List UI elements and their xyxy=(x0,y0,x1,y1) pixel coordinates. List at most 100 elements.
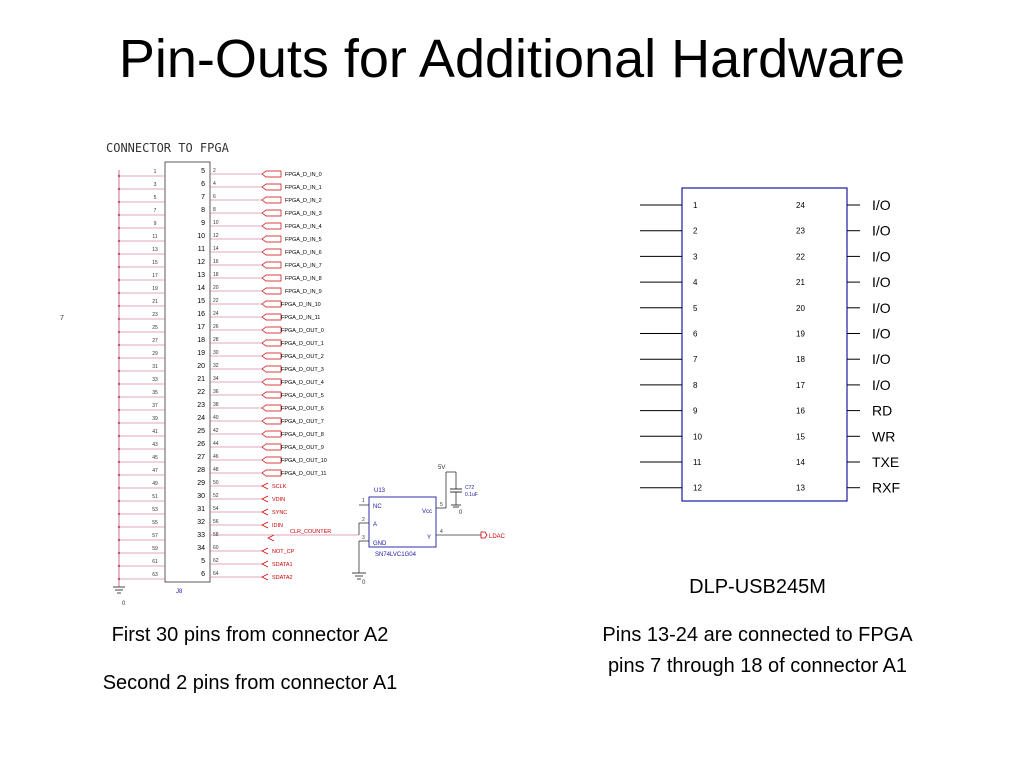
signal-arrow xyxy=(267,534,275,542)
junction-dot xyxy=(117,187,121,191)
odd-pin-number: 21 xyxy=(152,299,158,305)
even-pin-number: 54 xyxy=(213,506,219,512)
odd-pin-number: 37 xyxy=(152,403,158,409)
signal-label: VDIN xyxy=(272,497,285,503)
connector-label: CONNECTOR TO FPGA xyxy=(106,141,230,155)
even-pin-number: 26 xyxy=(213,324,219,330)
module-left-pin-number: 8 xyxy=(693,381,698,390)
even-pin-number: 42 xyxy=(213,428,219,434)
even-pin-number: 30 xyxy=(213,350,219,356)
signal-arrow xyxy=(261,521,269,529)
left-marker: 7 xyxy=(60,315,64,322)
fpga-pin-number: 28 xyxy=(197,467,205,474)
even-pin-number: 40 xyxy=(213,415,219,421)
fpga-connector-body xyxy=(164,161,211,583)
even-pin-number: 18 xyxy=(213,272,219,278)
caption-first-pins: First 30 pins from connector A2 xyxy=(111,624,389,646)
module-right-pin-number: 24 xyxy=(796,201,805,210)
module-left-pin-number: 1 xyxy=(693,201,698,210)
port-symbol xyxy=(261,378,282,386)
fpga-pin-number: 12 xyxy=(197,259,205,266)
ground-label: 0 xyxy=(122,601,126,607)
even-pin-number: 56 xyxy=(213,519,219,525)
signal-label: FPGA_D_OUT_0 xyxy=(281,328,324,334)
signal-label: FPGA_D_IN_2 xyxy=(285,198,322,204)
even-pin-number: 20 xyxy=(213,285,219,291)
fpga-pin-number: 9 xyxy=(201,220,205,227)
module-left-pin-number: 11 xyxy=(693,458,702,467)
junction-dot xyxy=(117,382,121,386)
even-pin-number: 62 xyxy=(213,558,219,564)
signal-label: FPGA_D_IN_8 xyxy=(285,276,322,282)
cap-value: 0.1uF xyxy=(465,492,478,498)
signal-label: FPGA_D_IN_5 xyxy=(285,237,322,243)
signal-label: FPGA_D_IN_6 xyxy=(285,250,322,256)
junction-dot xyxy=(117,356,121,360)
ic-supply-label: 5V xyxy=(438,465,445,471)
junction-dot xyxy=(117,538,121,542)
even-pin-number: 60 xyxy=(213,545,219,551)
fpga-pin-number: 20 xyxy=(197,363,205,370)
signal-label: FPGA_D_OUT_11 xyxy=(281,471,326,477)
module-pin-label: WR xyxy=(872,428,895,444)
even-pin-number: 16 xyxy=(213,259,219,265)
signal-arrow xyxy=(261,482,269,490)
fpga-pin-number: 30 xyxy=(197,493,205,500)
junction-dot xyxy=(117,551,121,555)
even-pin-number: 46 xyxy=(213,454,219,460)
module-pin-label: TXE xyxy=(872,454,899,470)
odd-pin-number: 33 xyxy=(152,377,158,383)
module-right-pin-number: 13 xyxy=(796,484,805,493)
module-left-pin-number: 3 xyxy=(693,252,698,261)
ic-output-net: LDAC xyxy=(489,534,506,540)
junction-dot xyxy=(117,200,121,204)
fpga-pin-number: 31 xyxy=(197,506,205,513)
signal-label: SCLK xyxy=(272,484,287,490)
port-symbol xyxy=(261,352,282,360)
junction-dot xyxy=(117,408,121,412)
odd-pin-number: 31 xyxy=(152,364,158,370)
even-pin-number: 14 xyxy=(213,246,219,252)
junction-dot xyxy=(117,525,121,529)
junction-dot xyxy=(117,486,121,490)
port-symbol xyxy=(261,196,282,204)
module-right-pin-number: 17 xyxy=(796,381,805,390)
fpga-pin-number: 22 xyxy=(197,389,205,396)
junction-dot xyxy=(117,434,121,438)
odd-pin-number: 25 xyxy=(152,325,158,331)
ic-pin-y: Y xyxy=(427,535,431,541)
fpga-pin-number: 23 xyxy=(197,402,205,409)
fpga-pin-number: 7 xyxy=(201,194,205,201)
module-right-pin-number: 18 xyxy=(796,355,805,364)
fpga-pin-number: 13 xyxy=(197,272,205,279)
fpga-pin-number: 14 xyxy=(197,285,205,292)
signal-label: NOT_CP xyxy=(272,549,295,555)
port-symbol xyxy=(261,417,282,425)
odd-pin-number: 43 xyxy=(152,442,158,448)
port-symbol xyxy=(261,404,282,412)
signal-arrow xyxy=(261,508,269,516)
signal-label: FPGA_D_IN_0 xyxy=(285,172,322,178)
module-left-pin-number: 5 xyxy=(693,304,698,313)
even-pin-number: 64 xyxy=(213,571,219,577)
junction-dot xyxy=(117,460,121,464)
port-symbol xyxy=(261,300,282,308)
port-symbol xyxy=(261,326,282,334)
even-pin-number: 34 xyxy=(213,376,219,382)
fpga-pin-number: 17 xyxy=(197,324,205,331)
junction-dot xyxy=(117,343,121,347)
signal-label: FPGA_D_OUT_10 xyxy=(281,458,327,464)
